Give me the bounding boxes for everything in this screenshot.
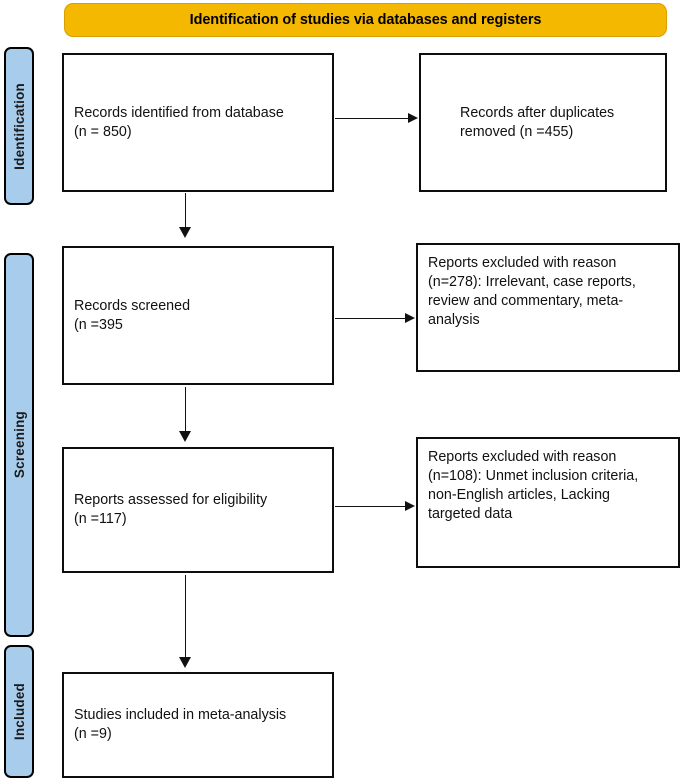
arrow-line	[185, 193, 187, 229]
stage-rail-identification-label: Identification	[11, 82, 27, 170]
stage-rail-screening-label: Screening	[11, 411, 27, 479]
box-reports-excluded-eligibility: Reports excluded with reason (n=108): Un…	[416, 437, 680, 568]
arrow-head-right-icon	[405, 501, 415, 511]
box-records-after-duplicates-removed-text: Records after duplicates removed (n =455…	[460, 104, 615, 140]
arrow-line	[185, 575, 187, 660]
box-studies-included: Studies included in meta-analysis (n =9)	[62, 672, 334, 778]
box-reports-excluded-eligibility-text: Reports excluded with reason (n=108): Un…	[428, 449, 639, 522]
box-records-after-duplicates-removed: Records after duplicates removed (n =455…	[419, 53, 667, 192]
box-records-screened: Records screened (n =395	[62, 246, 334, 385]
box-records-identified-text: Records identified from database (n = 85…	[74, 104, 284, 140]
box-reports-assessed-for-eligibility: Reports assessed for eligibility (n =117…	[62, 447, 334, 573]
arrow-head-down-icon	[179, 227, 191, 238]
box-records-identified: Records identified from database (n = 85…	[62, 53, 334, 192]
arrow-head-right-icon	[405, 313, 415, 323]
arrow-line	[185, 387, 187, 434]
arrow-head-down-icon	[179, 431, 191, 442]
box-records-screened-text: Records screened (n =395	[74, 297, 191, 333]
arrow-line	[335, 318, 406, 320]
stage-rail-screening: Screening	[4, 253, 34, 637]
diagram-header-banner: Identification of studies via databases …	[64, 3, 667, 37]
arrow-line	[335, 506, 406, 508]
stage-rail-included-label: Included	[11, 682, 27, 741]
arrow-head-right-icon	[408, 113, 418, 123]
stage-rail-included: Included	[4, 645, 34, 778]
box-reports-excluded-screening: Reports excluded with reason (n=278): Ir…	[416, 243, 680, 372]
box-studies-included-text: Studies included in meta-analysis (n =9)	[74, 707, 287, 742]
box-reports-assessed-for-eligibility-text: Reports assessed for eligibility (n =117…	[74, 492, 268, 527]
diagram-header-title: Identification of studies via databases …	[189, 12, 542, 28]
arrow-head-down-icon	[179, 657, 191, 668]
box-reports-excluded-screening-text: Reports excluded with reason (n=278): Ir…	[428, 255, 636, 328]
arrow-line	[335, 118, 409, 120]
stage-rail-identification: Identification	[4, 47, 34, 205]
